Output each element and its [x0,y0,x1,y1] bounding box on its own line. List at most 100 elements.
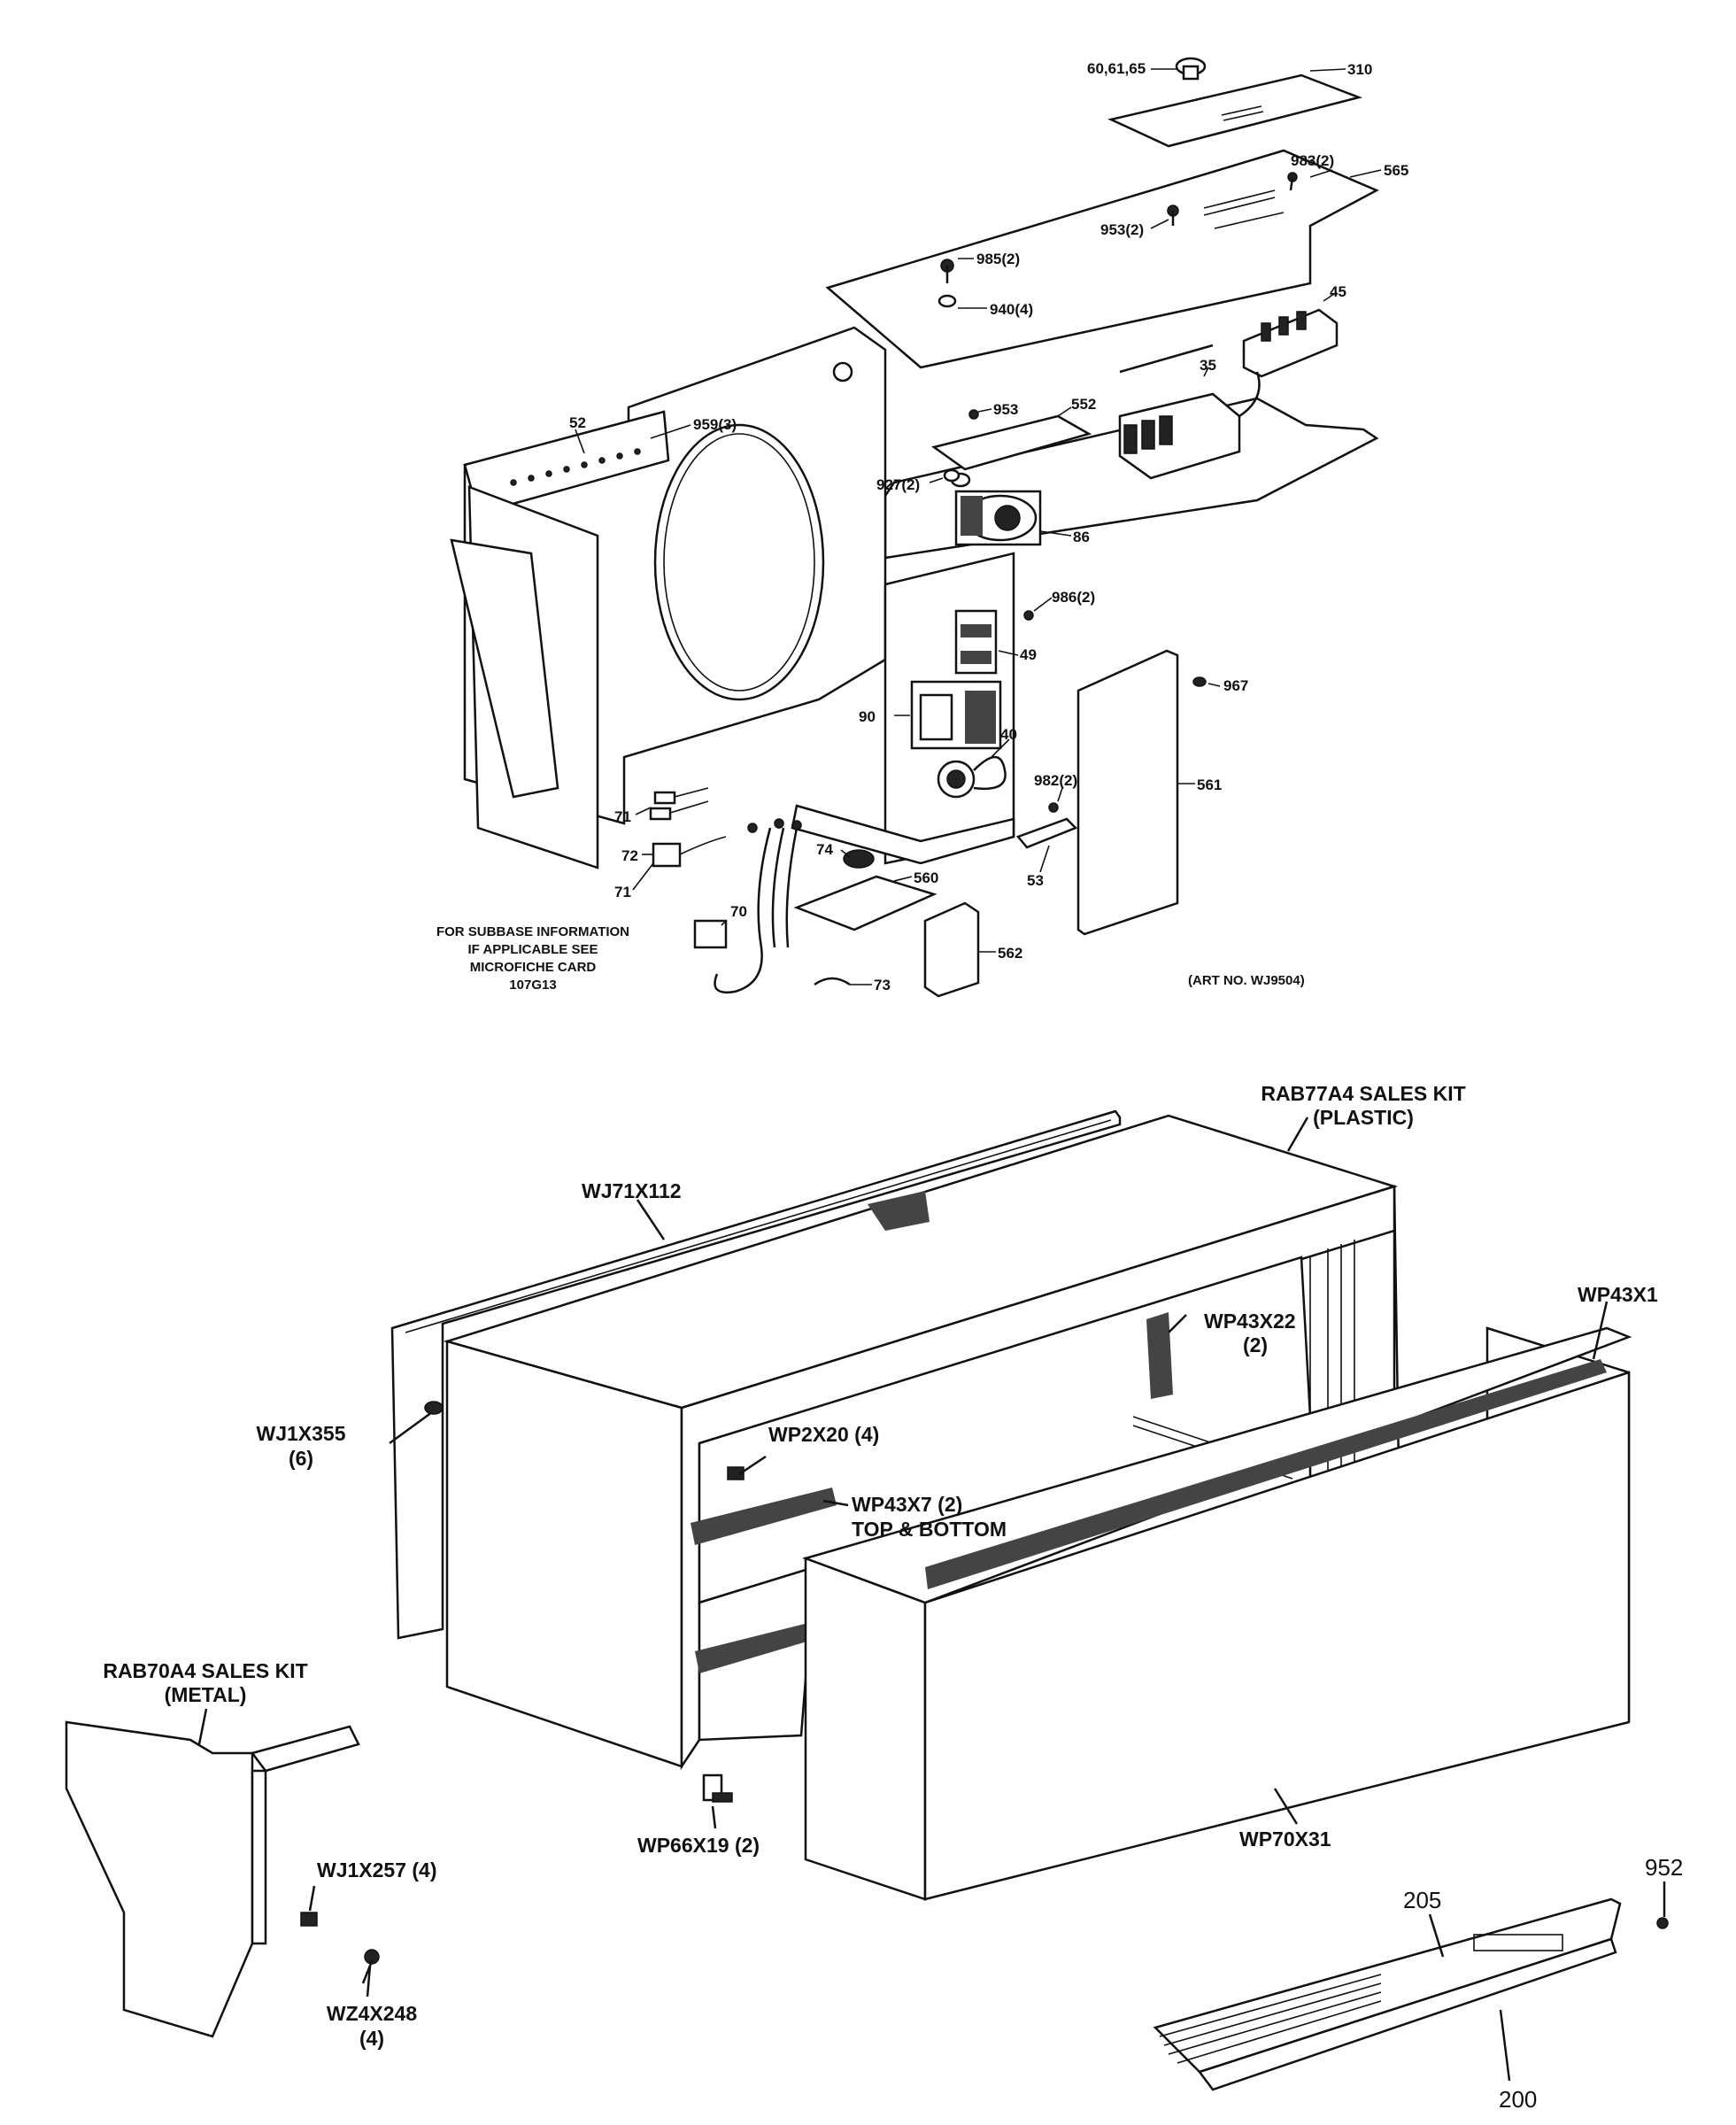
label-40: 40 [1000,726,1017,743]
label-959: 959(3) [693,416,737,433]
label-90: 90 [859,708,876,725]
label-60-61-65: 60,61,65 [1087,60,1146,77]
terminal-block-45 [1242,308,1339,378]
label-wp66x19: WP66X19 (2) [637,1834,760,1857]
label-310: 310 [1347,61,1372,78]
upper-leader-lines [575,68,1382,985]
upper-exploded-view: 60,61,65 310 983(2) 565 953(2) 985(2) 94… [436,57,1408,998]
label-985: 985(2) [976,251,1020,267]
label-70: 70 [730,903,747,920]
part-74 [843,849,875,869]
screw-952 [1656,1917,1669,1929]
label-71-b: 71 [614,884,631,900]
grille-top-flange [801,1326,1632,1604]
rod-part [1119,344,1214,374]
label-35: 35 [1200,357,1216,374]
control-panel-310 [1107,73,1363,148]
nut-927 [943,468,961,483]
label-953: 953 [993,401,1018,418]
label-45: 45 [1330,283,1346,300]
wire-harness [649,787,727,868]
label-205: 205 [1403,1887,1441,1913]
label-rab70a4-2: (METAL) [165,1683,247,1706]
lower-part-labels: RAB77A4 SALES KIT (PLASTIC) WJ71X112 WP4… [103,1082,1683,2113]
screw-953-upper [1167,205,1179,226]
label-982: 982(2) [1034,772,1077,789]
screw-wj1x355 [424,1401,444,1415]
upper-part-labels: 60,61,65 310 983(2) 565 953(2) 985(2) 94… [569,60,1408,993]
bracket-wp66x19 [702,1773,733,1803]
label-552: 552 [1071,396,1096,413]
base-plate-560 [793,875,937,931]
switch-49 [954,609,998,675]
gasket-wp43x7-top [691,1488,837,1545]
label-49: 49 [1020,646,1037,663]
label-940: 940(4) [990,301,1033,318]
wall-sleeve-front [445,1340,683,1768]
note-line-3: MICROFICHE CARD [470,960,597,975]
label-rab70a4-1: RAB70A4 SALES KIT [103,1659,307,1682]
label-wp70x31: WP70X31 [1239,1828,1331,1851]
access-panel-561 [1076,649,1179,936]
lower-exploded-view: RAB77A4 SALES KIT (PLASTIC) WJ71X112 WP4… [65,1082,1683,2113]
label-wp43x22: WP43X22 [1204,1310,1296,1333]
lower-leader-lines [197,1117,1666,2082]
screws-985-940 [937,259,957,308]
clip-wp2x20 [727,1466,745,1480]
knob-part [1175,57,1207,81]
screw-wz4x248 [361,1949,380,1984]
metal-sales-kit [65,1720,360,2038]
label-953-2: 953(2) [1100,221,1144,238]
label-rab77a4-2: (PLASTIC) [1313,1106,1414,1129]
art-number: (ART NO. WJ9504) [1188,973,1305,988]
screw-983 [1287,172,1298,191]
note-line-2: IF APPLICABLE SEE [468,942,598,957]
label-560: 560 [914,869,938,886]
inner-partition-52 [450,410,670,869]
label-952: 952 [1645,1854,1683,1881]
screw-986 [1023,610,1034,621]
label-86: 86 [1073,529,1090,545]
note-line-4: 107G13 [509,978,556,993]
plate-552 [931,414,1092,471]
screw-953-lower [968,409,979,420]
gasket-wp43x1 [925,1359,1607,1589]
top-cover-565 [825,149,1379,369]
label-200: 200 [1499,2086,1537,2113]
note-line-1: FOR SUBBASE INFORMATION [436,924,629,939]
label-71-a: 71 [614,808,631,825]
label-927: 927(2) [876,476,920,493]
label-983: 983(2) [1291,152,1334,169]
label-73: 73 [874,977,891,993]
screw-967 [1192,676,1207,687]
label-561: 561 [1197,777,1222,793]
label-wj71x112: WJ71X112 [582,1179,682,1202]
bracket-53 [1015,817,1078,849]
gasket-wp43x7-bottom [695,1620,819,1673]
label-72: 72 [621,847,638,864]
label-562: 562 [998,945,1022,962]
label-wj1x355: WJ1X355 [256,1422,345,1445]
thermostat-40 [937,755,1007,799]
subbase-note: FOR SUBBASE INFORMATION IF APPLICABLE SE… [436,924,629,993]
relay-35 [1118,371,1261,480]
screw-982 [1048,802,1059,813]
label-52: 52 [569,414,586,431]
label-967: 967 [1223,677,1248,694]
label-wp43x22-qty: (2) [1243,1333,1268,1356]
grille-front-panel [804,1557,927,1901]
label-wj1x257: WJ1X257 (4) [317,1858,437,1882]
power-cord-70 [693,818,802,994]
label-986: 986(2) [1052,589,1095,606]
front-cover-205-200 [1153,1897,1622,2091]
label-565: 565 [1384,162,1408,179]
label-wj1x355-qty: (6) [289,1447,313,1470]
grille-body [923,1371,1631,1901]
label-top-bottom: TOP & BOTTOM [852,1518,1007,1541]
label-wp43x1: WP43X1 [1578,1283,1658,1306]
label-53: 53 [1027,872,1044,889]
label-wp43x7: WP43X7 (2) [852,1493,962,1516]
transformer-90 [910,680,1002,750]
clip-73 [814,977,851,986]
